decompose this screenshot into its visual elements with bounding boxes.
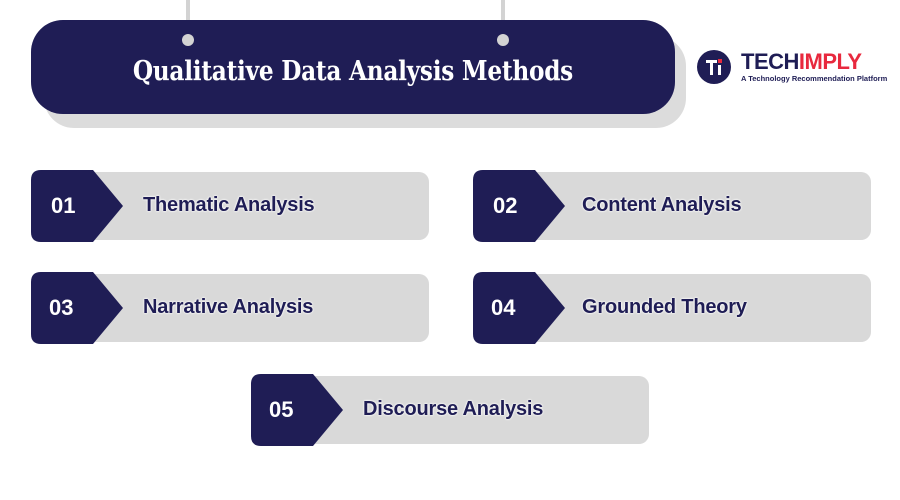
method-number: 02	[493, 193, 518, 218]
method-card-05: 05 Discourse Analysis	[251, 374, 649, 446]
method-card-04: 04 Grounded Theory	[473, 272, 871, 344]
hanger-dot-left	[182, 34, 194, 46]
logo-tagline: A Technology Recommendation Platform	[741, 74, 888, 83]
method-card-01: 01 Thematic Analysis	[31, 170, 429, 242]
method-card-03: 03 Narrative Analysis	[31, 272, 429, 344]
method-label: Narrative Analysis	[143, 296, 314, 318]
number-tab-arrow	[473, 272, 565, 344]
logo-name: TECHIMPLY	[741, 49, 862, 74]
number-tab-arrow	[31, 272, 123, 344]
logo-ti-icon	[697, 50, 731, 84]
method-label: Grounded Theory	[582, 296, 747, 318]
method-number: 05	[269, 397, 294, 422]
method-number: 03	[49, 295, 74, 320]
hanger-line-left	[186, 0, 190, 36]
hanger-line-right	[501, 0, 505, 36]
title-banner: Qualitative Data Analysis Methods	[31, 20, 675, 114]
number-tab-arrow	[251, 374, 343, 446]
method-label: Thematic Analysis	[143, 194, 315, 216]
page-title: Qualitative Data Analysis Methods	[132, 55, 574, 87]
hanger-dot-right	[497, 34, 509, 46]
method-label: Discourse Analysis	[363, 398, 544, 420]
method-label: Content Analysis	[582, 194, 742, 216]
method-number: 04	[491, 295, 516, 320]
method-number: 01	[51, 193, 76, 218]
number-tab-arrow	[473, 170, 565, 242]
method-card-02: 02 Content Analysis	[473, 170, 871, 242]
techimply-logo: TECHIMPLY A Technology Recommendation Pl…	[697, 50, 887, 84]
number-tab-arrow	[31, 170, 123, 242]
